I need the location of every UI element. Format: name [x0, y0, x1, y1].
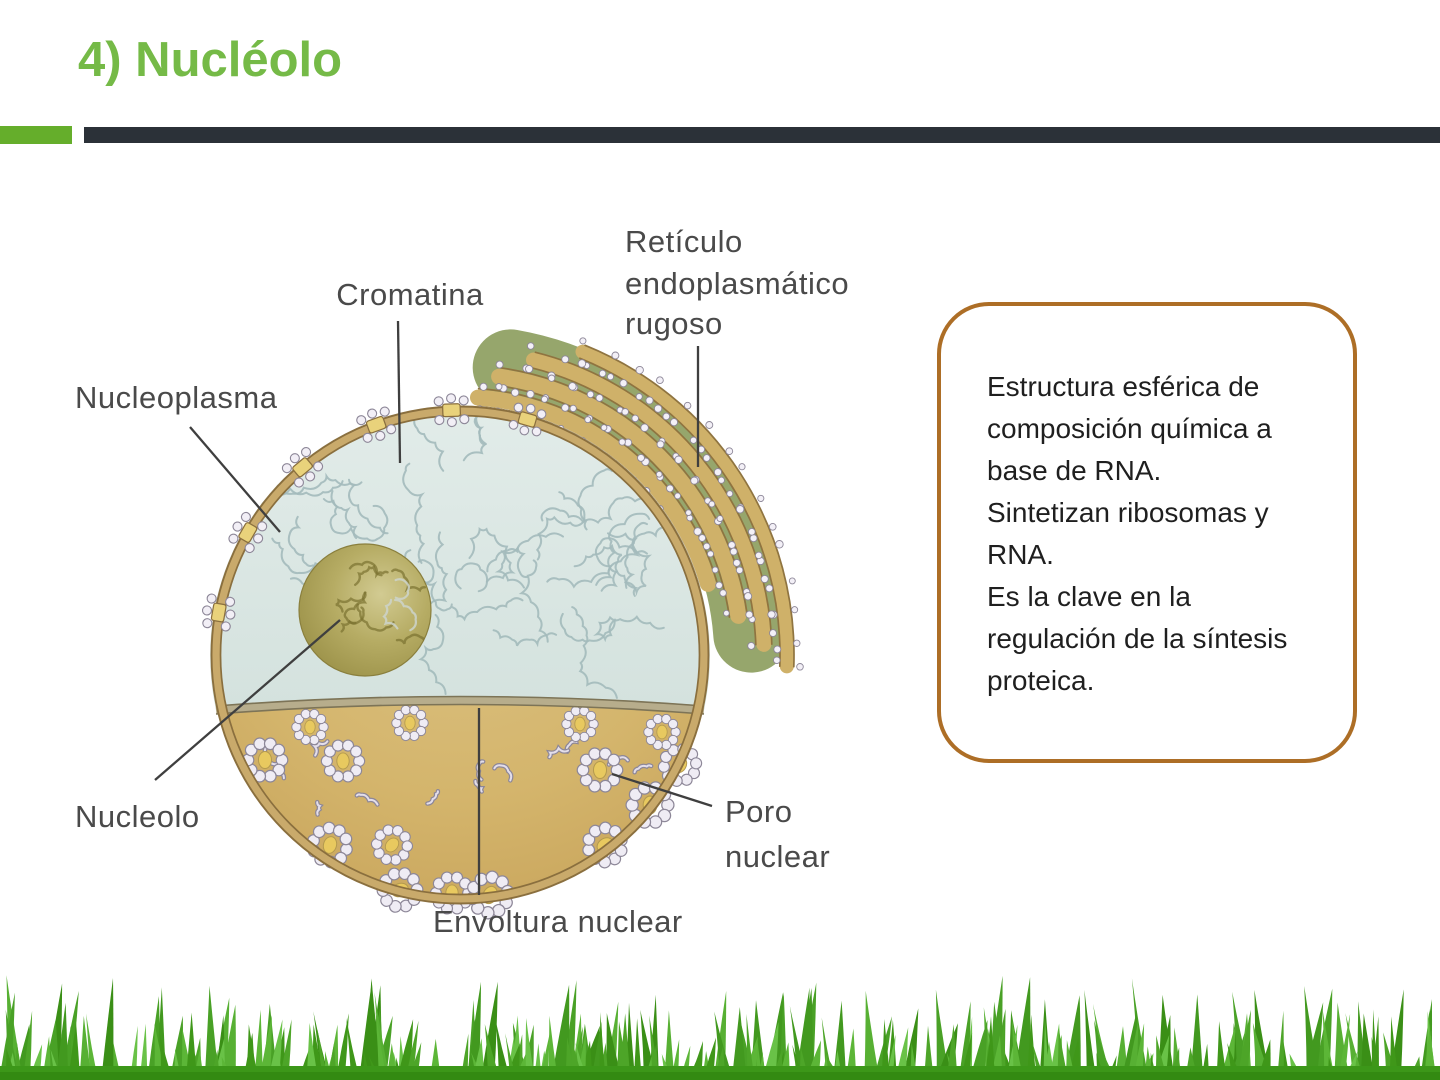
- label-nucleoplasma: Nucleoplasma: [75, 380, 278, 415]
- label-envoltura: Envoltura nuclear: [433, 904, 683, 939]
- nucleus-diagram: Cromatina Retículo endoplasmático rugoso…: [75, 224, 849, 939]
- accent-bar-green: [0, 126, 72, 144]
- label-reticulo-1: Retículo: [625, 224, 743, 259]
- description-line: Estructura esférica de: [987, 371, 1260, 402]
- label-poro-1: Poro: [725, 794, 792, 829]
- accent-bar-dark: [84, 127, 1440, 143]
- description-line: Es la clave en la: [987, 581, 1191, 612]
- cut-lip: [215, 695, 705, 715]
- rough-er: [470, 329, 804, 674]
- label-poro-2: nuclear: [725, 839, 830, 874]
- leader-nucleoplasma: [189, 426, 281, 533]
- nucleus-body: [198, 392, 710, 927]
- leader-lines: [154, 320, 713, 895]
- nucleolus: [298, 543, 432, 677]
- description-line: proteica.: [987, 665, 1095, 696]
- label-reticulo-2: endoplasmático: [625, 266, 849, 301]
- description-line: RNA.: [987, 539, 1054, 570]
- grass-footer: [0, 975, 1440, 1080]
- description-line: regulación de la síntesis: [987, 623, 1288, 654]
- label-reticulo-3: rugoso: [625, 306, 723, 341]
- grass-blades: [0, 975, 1440, 1080]
- label-nucleolo: Nucleolo: [75, 799, 200, 834]
- label-cromatina: Cromatina: [336, 277, 484, 312]
- description-box: Estructura esférica de composición quími…: [937, 302, 1357, 763]
- slide-title: 4) Nucléolo: [78, 33, 343, 87]
- leader-poro-nuclear: [611, 772, 713, 808]
- leader-cromatina: [396, 320, 402, 464]
- description-line: Sintetizan ribosomas y: [987, 497, 1269, 528]
- description-line: composición química a: [987, 413, 1272, 444]
- description-line: base de RNA.: [987, 455, 1162, 486]
- leader-nucleolo: [154, 619, 341, 781]
